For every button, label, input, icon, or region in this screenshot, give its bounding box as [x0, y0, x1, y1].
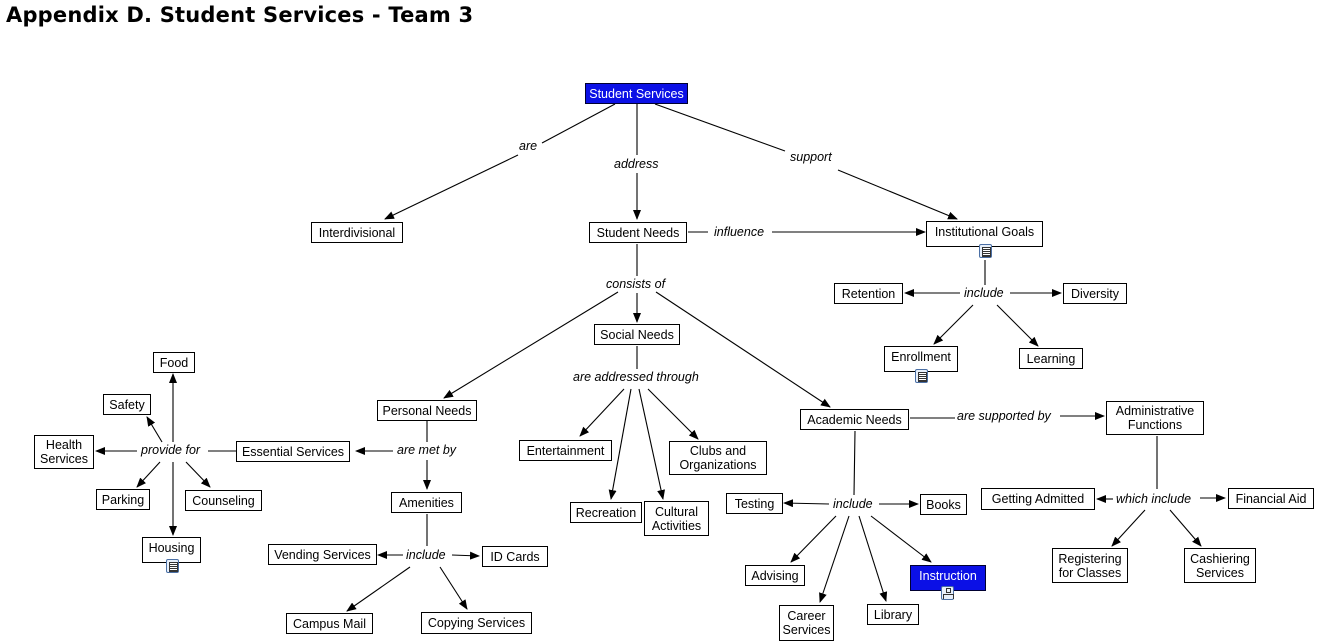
node-getting-admitted[interactable]: Getting Admitted — [981, 488, 1095, 510]
node-counseling[interactable]: Counseling — [185, 490, 262, 511]
link-include-academic: include — [831, 497, 875, 511]
link-which-include: which include — [1114, 492, 1194, 506]
link-are-met-by: are met by — [395, 443, 459, 457]
node-health-services[interactable]: Health Services — [34, 435, 94, 469]
node-cashiering-services[interactable]: Cashiering Services — [1184, 548, 1256, 583]
node-copying-services[interactable]: Copying Services — [421, 612, 532, 634]
node-enrollment[interactable]: Enrollment — [884, 346, 958, 372]
node-clubs-and-organizations[interactable]: Clubs and Organizations — [669, 441, 767, 475]
node-safety[interactable]: Safety — [103, 394, 151, 415]
node-social-needs[interactable]: Social Needs — [594, 324, 680, 345]
node-vending-services[interactable]: Vending Services — [268, 544, 377, 565]
node-interdivisional[interactable]: Interdivisional — [311, 222, 403, 243]
node-instruction[interactable]: Instruction — [910, 565, 986, 591]
node-academic-needs[interactable]: Academic Needs — [800, 409, 909, 430]
link-consists-of: consists of — [604, 277, 668, 291]
concept-map-icon[interactable] — [941, 586, 954, 600]
node-retention[interactable]: Retention — [834, 283, 903, 304]
document-icon[interactable] — [915, 369, 928, 383]
node-essential-services[interactable]: Essential Services — [236, 441, 350, 462]
node-personal-needs[interactable]: Personal Needs — [377, 400, 477, 421]
node-student-needs[interactable]: Student Needs — [589, 222, 687, 243]
node-institutional-goals[interactable]: Institutional Goals — [926, 221, 1043, 247]
node-administrative-functions[interactable]: Administrative Functions — [1106, 401, 1204, 435]
link-are: are — [517, 139, 540, 153]
link-address: address — [612, 157, 661, 171]
link-support: support — [788, 150, 834, 164]
node-financial-aid[interactable]: Financial Aid — [1228, 488, 1314, 509]
node-housing[interactable]: Housing — [142, 537, 201, 563]
node-advising[interactable]: Advising — [745, 565, 805, 586]
node-student-services[interactable]: Student Services — [585, 83, 688, 104]
node-recreation[interactable]: Recreation — [570, 502, 642, 523]
node-registering-for-classes[interactable]: Registering for Classes — [1052, 548, 1128, 583]
node-cultural-activities[interactable]: Cultural Activities — [644, 501, 709, 536]
node-campus-mail[interactable]: Campus Mail — [286, 613, 373, 634]
node-books[interactable]: Books — [920, 494, 967, 515]
document-icon[interactable] — [979, 244, 992, 258]
link-provide-for: provide for — [139, 443, 203, 457]
link-include-amenities: include — [404, 548, 448, 562]
node-learning[interactable]: Learning — [1019, 348, 1083, 369]
link-are-addressed-through: are addressed through — [571, 370, 701, 384]
node-entertainment[interactable]: Entertainment — [519, 440, 612, 461]
page-title: Appendix D. Student Services - Team 3 — [6, 3, 474, 27]
node-parking[interactable]: Parking — [96, 489, 150, 510]
node-id-cards[interactable]: ID Cards — [482, 546, 548, 567]
node-amenities[interactable]: Amenities — [391, 492, 462, 513]
document-icon[interactable] — [166, 559, 179, 573]
node-diversity[interactable]: Diversity — [1063, 283, 1127, 304]
node-testing[interactable]: Testing — [726, 493, 783, 514]
node-career-services[interactable]: Career Services — [779, 605, 834, 641]
node-food[interactable]: Food — [153, 352, 195, 373]
link-are-supported-by: are supported by — [955, 409, 1053, 423]
node-library[interactable]: Library — [867, 604, 919, 625]
link-include-goals: include — [962, 286, 1006, 300]
link-influence: influence — [712, 225, 767, 239]
